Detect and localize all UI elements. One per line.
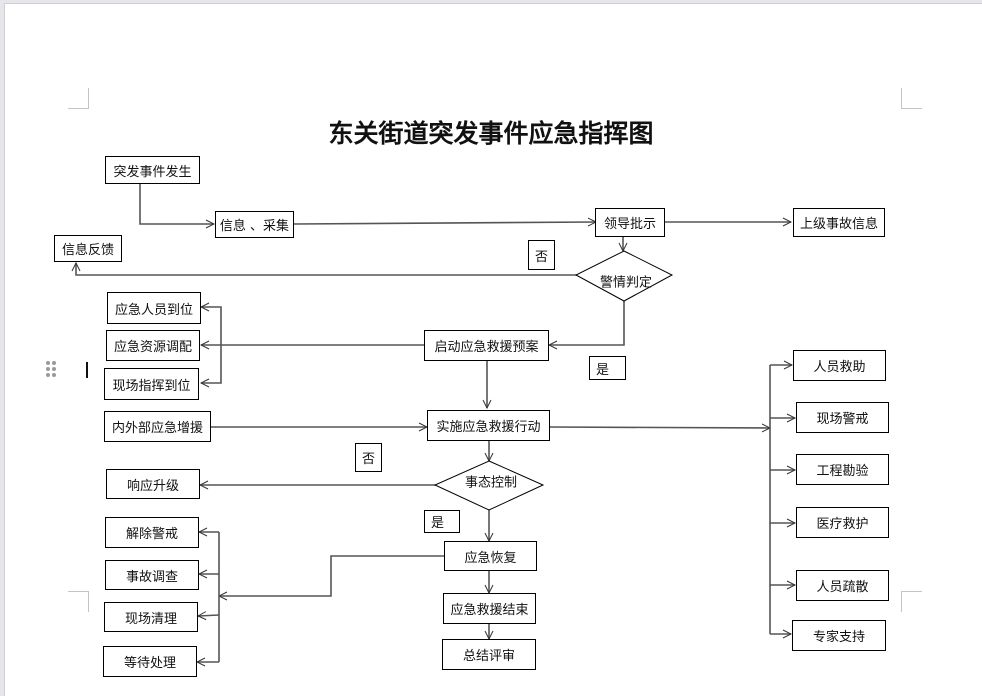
node-response-upgrade: 响应升级 bbox=[106, 469, 200, 499]
node-info-feedback: 信息反馈 bbox=[54, 235, 122, 262]
node-site-cordon: 现场警戒 bbox=[796, 402, 889, 433]
node-rescue-end: 应急救援结束 bbox=[443, 593, 536, 624]
node-implement-rescue: 实施应急救援行动 bbox=[427, 410, 550, 441]
node-info-collect: 信息 、采集 bbox=[215, 211, 294, 238]
arrow-event-to-collect bbox=[139, 184, 214, 224]
margin-corner-mark bbox=[901, 591, 922, 612]
node-summary-review: 总结评审 bbox=[442, 639, 536, 670]
arrow-recovery-to-closeout bbox=[219, 555, 445, 596]
node-expert-support: 专家支持 bbox=[792, 620, 886, 651]
margin-corner-mark bbox=[68, 88, 89, 109]
label-no: 否 bbox=[528, 240, 555, 270]
margin-corner-mark bbox=[901, 88, 922, 109]
node-event-occurs: 突发事件发生 bbox=[105, 156, 200, 184]
diagram-title: 东关街道突发事件应急指挥图 bbox=[328, 119, 654, 148]
decision-alert-judge-label: 警情判定 bbox=[599, 275, 653, 291]
node-lift-alert: 解除警戒 bbox=[105, 517, 199, 548]
node-onsite-command: 现场指挥到位 bbox=[104, 368, 199, 400]
decision-situation-control bbox=[433, 460, 545, 511]
node-evacuation: 人员疏散 bbox=[796, 570, 889, 601]
node-medical-aid: 医疗救护 bbox=[796, 507, 889, 538]
label-yes: 是 bbox=[424, 510, 460, 533]
label-no: 否 bbox=[355, 443, 382, 472]
decision-alert-judge bbox=[574, 250, 674, 302]
node-emergency-recovery: 应急恢复 bbox=[444, 541, 537, 571]
node-personnel-arrive: 应急人员到位 bbox=[107, 292, 201, 324]
label-yes: 是 bbox=[589, 356, 626, 380]
margin-corner-mark bbox=[68, 591, 89, 612]
decision-situation-control-label: 事态控制 bbox=[464, 475, 518, 491]
arrow-judge-to-feedback bbox=[76, 263, 577, 276]
arrow-judge-to-plan bbox=[549, 301, 625, 345]
node-reinforcement: 内外部应急增援 bbox=[104, 411, 211, 442]
node-site-cleanup: 现场清理 bbox=[104, 602, 198, 632]
drag-handle-icon[interactable] bbox=[46, 361, 56, 379]
arrow-implement-to-right bbox=[549, 427, 770, 428]
node-superior-info: 上级事故信息 bbox=[793, 208, 885, 237]
arrow-collect-to-leader bbox=[293, 222, 596, 224]
node-personnel-rescue: 人员救助 bbox=[793, 350, 886, 381]
node-engineering-survey: 工程勘验 bbox=[796, 454, 889, 485]
text-cursor bbox=[86, 362, 88, 378]
node-await-handling: 等待处理 bbox=[103, 646, 197, 677]
node-resource-dispatch: 应急资源调配 bbox=[106, 330, 200, 361]
node-accident-investigation: 事故调查 bbox=[105, 560, 199, 590]
node-leader-instruct: 领导批示 bbox=[595, 208, 665, 237]
node-start-plan: 启动应急救援预案 bbox=[424, 330, 549, 361]
